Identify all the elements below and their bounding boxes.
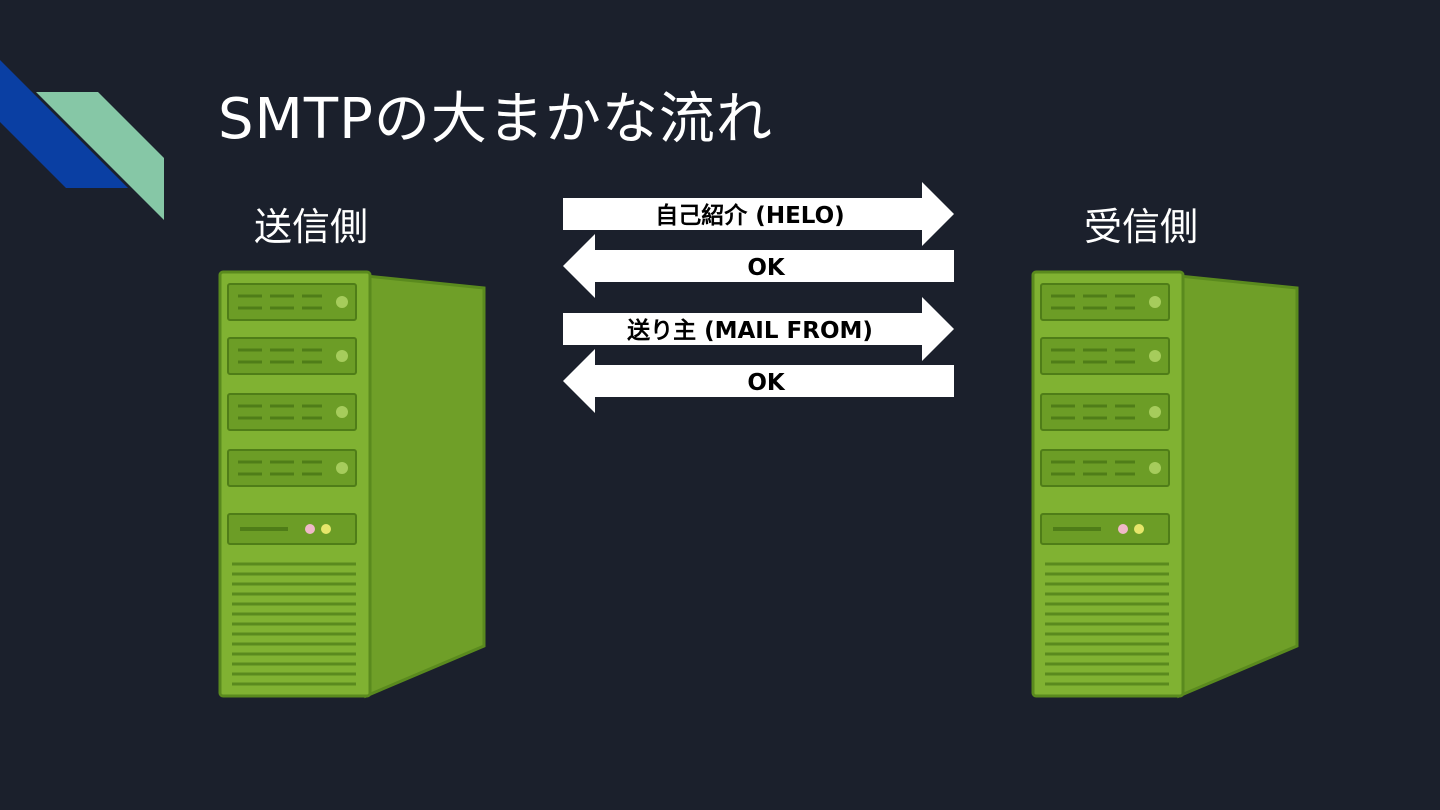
receiver-server-icon: [1031, 270, 1299, 699]
message-label-ok-2: OK: [747, 370, 786, 396]
message-label-helo: 自己紹介 (HELO): [655, 202, 844, 229]
deco-blue-stripe: [0, 60, 128, 188]
slide-title: SMTPの大まかな流れ: [218, 87, 773, 152]
message-label-mail-from: 送り主 (MAIL FROM): [627, 317, 873, 344]
message-arrow-ok-1: OK: [563, 234, 954, 298]
deco-teal-stripe: [36, 92, 164, 220]
message-label-ok-1: OK: [747, 255, 786, 281]
message-arrow-helo: 自己紹介 (HELO): [563, 182, 954, 246]
corner-decoration: [0, 60, 164, 220]
message-arrow-mail-from: 送り主 (MAIL FROM): [563, 297, 954, 361]
message-arrows: 自己紹介 (HELO) OK 送り主 (MAIL FROM) OK: [563, 182, 954, 413]
message-arrow-ok-2: OK: [563, 349, 954, 413]
receiver-label: 受信側: [1084, 205, 1199, 249]
sender-server-icon: [218, 270, 486, 699]
sender-label: 送信側: [254, 205, 369, 249]
